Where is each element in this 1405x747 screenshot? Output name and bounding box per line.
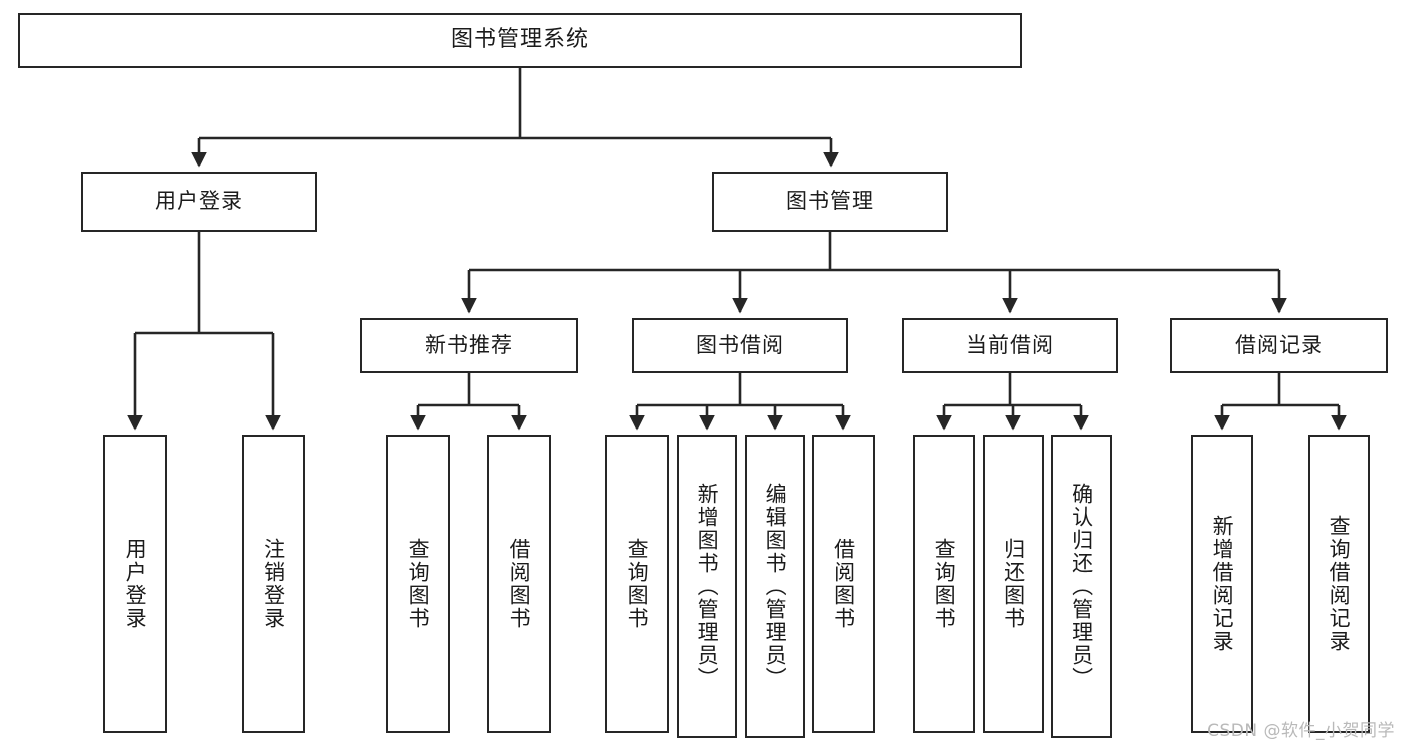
leaf-query-book-new[interactable]: 查询图书	[386, 435, 450, 733]
leaf-query-book-current[interactable]: 查询图书	[913, 435, 975, 733]
leaf-borrow-book-new[interactable]: 借阅图书	[487, 435, 551, 733]
leaf-return-book[interactable]: 归还图书	[983, 435, 1044, 733]
csdn-watermark: CSDN @软件_小贺同学	[1207, 721, 1395, 741]
node-book-borrow-label: 图书借阅	[696, 332, 784, 357]
node-current-borrow[interactable]: 当前借阅	[902, 318, 1118, 373]
leaf-query-book-new-label: 查询图书	[406, 538, 431, 630]
node-borrow-records[interactable]: 借阅记录	[1170, 318, 1388, 373]
leaf-confirm-return-admin-label: 确认归还（管理员）	[1069, 483, 1094, 690]
node-root-label: 图书管理系统	[450, 27, 589, 53]
leaf-lend-book-label: 借阅图书	[831, 538, 856, 630]
node-root[interactable]: 图书管理系统	[18, 13, 1022, 68]
leaf-query-borrow-record-label: 查询借阅记录	[1327, 515, 1352, 653]
leaf-query-book-borrow-label: 查询图书	[625, 538, 650, 630]
node-user-login-label: 用户登录	[155, 189, 243, 214]
leaf-add-borrow-record-label: 新增借阅记录	[1210, 515, 1235, 653]
leaf-user-login-label: 用户登录	[123, 538, 148, 630]
leaf-add-borrow-record[interactable]: 新增借阅记录	[1191, 435, 1253, 733]
leaf-user-logout[interactable]: 注销登录	[242, 435, 305, 733]
leaf-return-book-label: 归还图书	[1001, 538, 1026, 630]
node-new-book-recommend[interactable]: 新书推荐	[360, 318, 578, 373]
leaf-query-book-current-label: 查询图书	[932, 538, 957, 630]
node-book-borrow[interactable]: 图书借阅	[632, 318, 848, 373]
leaf-user-logout-label: 注销登录	[261, 538, 286, 630]
leaf-borrow-book-new-label: 借阅图书	[507, 538, 532, 630]
leaf-edit-book-admin-label: 编辑图书（管理员）	[763, 483, 788, 690]
leaf-edit-book-admin[interactable]: 编辑图书（管理员）	[745, 435, 805, 738]
leaf-confirm-return-admin[interactable]: 确认归还（管理员）	[1051, 435, 1112, 738]
leaf-query-book-borrow[interactable]: 查询图书	[605, 435, 669, 733]
node-borrow-records-label: 借阅记录	[1235, 332, 1323, 357]
leaf-user-login[interactable]: 用户登录	[103, 435, 167, 733]
node-book-management-label: 图书管理	[786, 189, 874, 214]
node-current-borrow-label: 当前借阅	[966, 332, 1054, 357]
node-new-book-recommend-label: 新书推荐	[425, 332, 513, 357]
leaf-query-borrow-record[interactable]: 查询借阅记录	[1308, 435, 1370, 733]
leaf-add-book-admin-label: 新增图书（管理员）	[695, 483, 720, 690]
node-user-login[interactable]: 用户登录	[81, 172, 317, 232]
leaf-add-book-admin[interactable]: 新增图书（管理员）	[677, 435, 737, 738]
leaf-lend-book[interactable]: 借阅图书	[812, 435, 875, 733]
node-book-management[interactable]: 图书管理	[712, 172, 948, 232]
